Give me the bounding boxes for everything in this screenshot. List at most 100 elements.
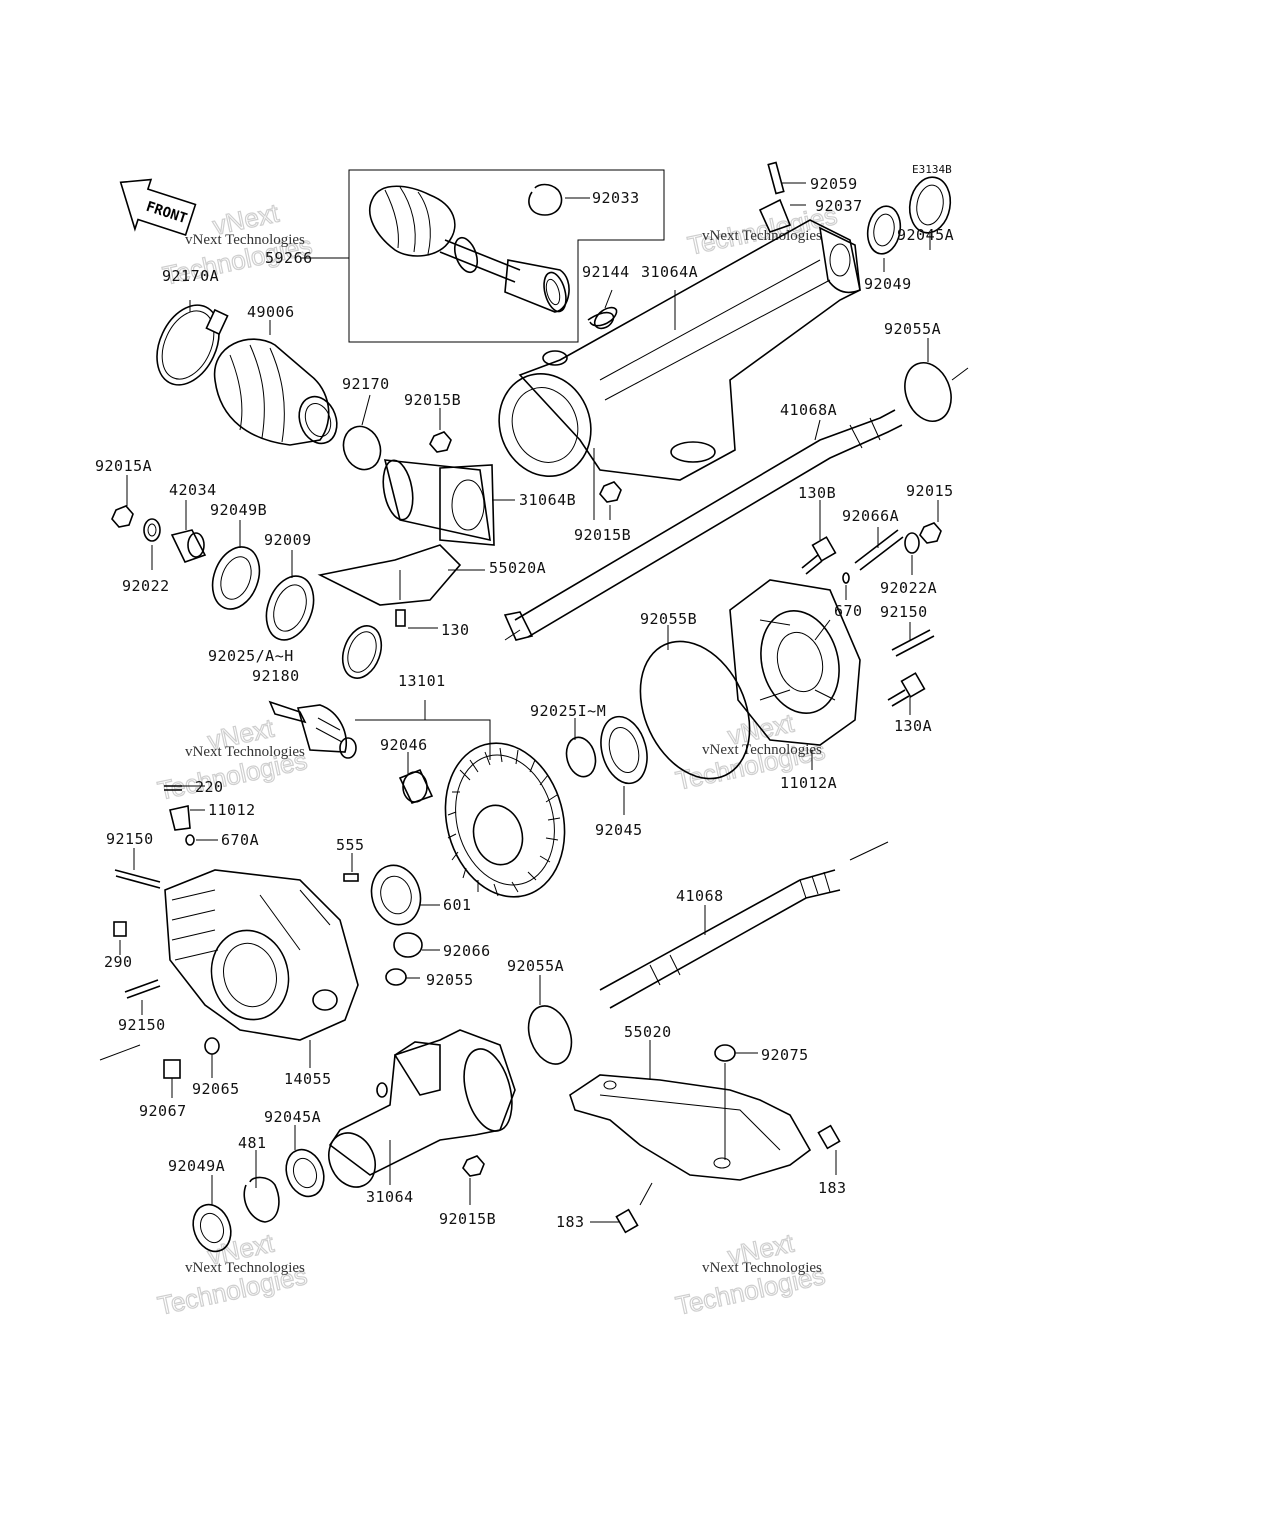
label-92144: 92144 xyxy=(582,263,630,281)
seal-92049a xyxy=(192,1203,232,1253)
seal-92049 xyxy=(866,205,902,255)
pin-555 xyxy=(343,873,359,882)
label-92022: 92022 xyxy=(122,577,170,595)
gear-case-cover-11012a xyxy=(729,579,861,746)
axle-housing-31064a xyxy=(498,219,861,481)
leader-lines xyxy=(99,232,939,1223)
pin-92059 xyxy=(767,161,806,195)
label-92049: 92049 xyxy=(864,275,912,293)
label-290: 290 xyxy=(104,953,133,971)
watermark-text: vNext Technologies xyxy=(185,1260,305,1276)
oring-92055 xyxy=(385,968,407,986)
label-92150-left-lower: 92150 xyxy=(118,1016,166,1034)
label-220: 220 xyxy=(195,778,224,796)
boot-clamp-92170a xyxy=(156,304,229,386)
label-92045a-low: 92045A xyxy=(264,1108,321,1126)
bracket-92037 xyxy=(758,198,806,233)
label-670: 670 xyxy=(834,602,863,620)
watermark-text: vNext Technologies xyxy=(702,228,822,244)
watermark-mid-left: Technologies vNext vNext Technologies xyxy=(154,712,310,807)
label-92045: 92045 xyxy=(595,821,643,839)
bolt-183-right xyxy=(817,1124,841,1150)
label-92055b: 92055B xyxy=(640,610,697,628)
bolt-130b xyxy=(801,536,837,575)
label-92009: 92009 xyxy=(264,531,312,549)
label-92150-left-upper: 92150 xyxy=(106,830,154,848)
label-49006: 49006 xyxy=(247,303,295,321)
shim-92180 xyxy=(341,625,383,679)
part-labels: 92059 92037 92033 59266 92170A 49006 921… xyxy=(95,175,954,1231)
ring-gear-13101 xyxy=(444,742,566,898)
label-55020a: 55020A xyxy=(489,559,546,577)
label-41068a: 41068A xyxy=(780,401,837,419)
bolt-130a xyxy=(887,672,926,707)
label-92015a: 92015A xyxy=(95,457,152,475)
bolt-130 xyxy=(395,609,438,629)
guard-55020a xyxy=(317,544,462,606)
oring-92055a-top xyxy=(904,362,969,422)
label-92059: 92059 xyxy=(810,175,858,193)
circlip-481 xyxy=(243,1176,280,1223)
plug-11012 xyxy=(169,805,191,831)
spring-92144 xyxy=(587,306,618,330)
plug-92066 xyxy=(393,932,423,958)
label-601: 601 xyxy=(443,896,472,914)
label-92015b-c: 92015B xyxy=(439,1210,496,1228)
label-92037: 92037 xyxy=(815,197,863,215)
label-670a: 670A xyxy=(221,831,259,849)
bearing-92045a-low xyxy=(285,1148,325,1198)
label-55020: 55020 xyxy=(624,1023,672,1041)
label-92025-i-m: 92025I~M xyxy=(530,702,606,720)
label-92033: 92033 xyxy=(592,189,640,207)
label-41068: 41068 xyxy=(676,887,724,905)
label-555: 555 xyxy=(336,836,365,854)
shaft-41068 xyxy=(599,841,889,1009)
label-481: 481 xyxy=(238,1134,267,1152)
watermark-text: vNext Technologies xyxy=(185,744,305,760)
label-92046: 92046 xyxy=(380,736,428,754)
label-92180: 92180 xyxy=(252,667,300,685)
plug-290 xyxy=(113,921,127,937)
label-92015: 92015 xyxy=(906,482,954,500)
label-92049a: 92049A xyxy=(168,1157,225,1175)
label-92055a-top: 92055A xyxy=(884,320,941,338)
stud-92066a xyxy=(854,529,904,571)
washer-92022a xyxy=(904,532,920,554)
label-11012a: 11012A xyxy=(780,774,837,792)
label-92015b-a: 92015B xyxy=(404,391,461,409)
watermark-bottom-left: Technologies vNext vNext Technologies xyxy=(154,1227,310,1322)
cv-joint-assembly-box xyxy=(300,169,665,343)
bearing-92045a-top xyxy=(908,176,952,234)
label-11012: 11012 xyxy=(208,801,256,819)
label-92075: 92075 xyxy=(761,1046,809,1064)
label-42034: 42034 xyxy=(169,481,217,499)
watermark-text: vNext Technologies xyxy=(702,742,822,758)
label-31064b: 31064B xyxy=(519,491,576,509)
label-92045a-top: 92045A xyxy=(897,226,954,244)
axle-housing-31064 xyxy=(328,1029,516,1188)
bearing-92045 xyxy=(600,715,648,785)
skid-plate-55020 xyxy=(569,1074,812,1181)
label-31064a: 31064A xyxy=(641,263,698,281)
nut-92015b-b xyxy=(599,481,622,503)
label-13101: 13101 xyxy=(398,672,446,690)
nut-92015b-a xyxy=(429,431,452,453)
label-183-right: 183 xyxy=(818,1179,847,1197)
label-92067: 92067 xyxy=(139,1102,187,1120)
nut-92015 xyxy=(919,522,942,544)
oring-670a xyxy=(185,834,195,846)
label-92015b-b: 92015B xyxy=(574,526,631,544)
watermark-text: vNext Technologies xyxy=(185,232,305,248)
watermark-text: vNext Technologies xyxy=(702,1260,822,1276)
label-92022a: 92022A xyxy=(880,579,937,597)
label-92066a: 92066A xyxy=(842,507,899,525)
diagram-code: E3134B xyxy=(912,163,952,176)
spline-42034 xyxy=(170,529,207,563)
joint-housing-31064b xyxy=(382,459,495,546)
front-arrow-icon: FRONT xyxy=(119,178,197,236)
stud-92150-left-lower xyxy=(124,979,161,999)
label-92150-right: 92150 xyxy=(880,603,928,621)
oring-92055a-low xyxy=(527,1005,573,1065)
pinion-13101 xyxy=(268,700,357,759)
bolt-183-left xyxy=(615,1208,639,1234)
